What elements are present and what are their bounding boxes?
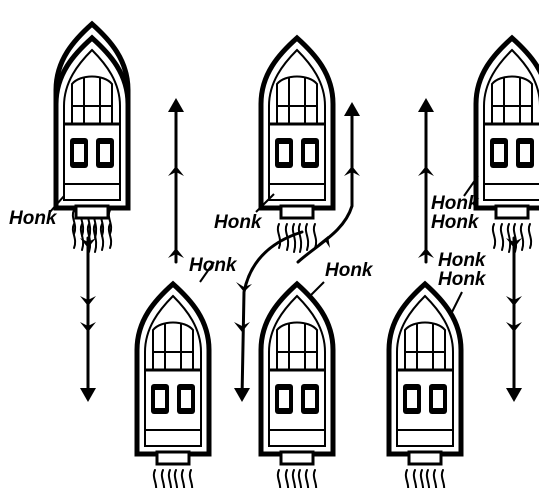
leader-4	[309, 281, 325, 297]
arrow-middle-curve-up	[296, 104, 354, 264]
boat-top-middle	[261, 38, 333, 252]
honk-label-right-bottom-2: Honk	[438, 269, 486, 290]
boat-top-right	[476, 38, 539, 252]
honk-label-middle-right: Honk	[325, 260, 373, 281]
honk-label-right-top-1: Honk	[431, 193, 479, 214]
honk-label-right-top-pair: Honk Honk	[431, 194, 479, 232]
boat-top-left	[56, 38, 128, 252]
leader-1	[49, 195, 65, 213]
honk-label-middle-left: Honk	[189, 255, 237, 276]
honk-label-right-bottom-pair: Honk Honk	[438, 251, 486, 289]
leader-5	[463, 175, 479, 197]
leader-2	[255, 193, 275, 213]
leader-3	[199, 261, 215, 283]
boat-bottom-middle	[261, 284, 333, 488]
honk-label-right-bottom-1: Honk	[438, 250, 486, 271]
honk-label-left: Honk	[9, 208, 57, 229]
honk-label-middle-top: Honk	[214, 212, 262, 233]
honk-label-right-top-2: Honk	[431, 212, 479, 233]
leader-6	[451, 291, 463, 313]
boat-bottom-left	[137, 284, 209, 488]
boat-bottom-right	[389, 284, 461, 488]
